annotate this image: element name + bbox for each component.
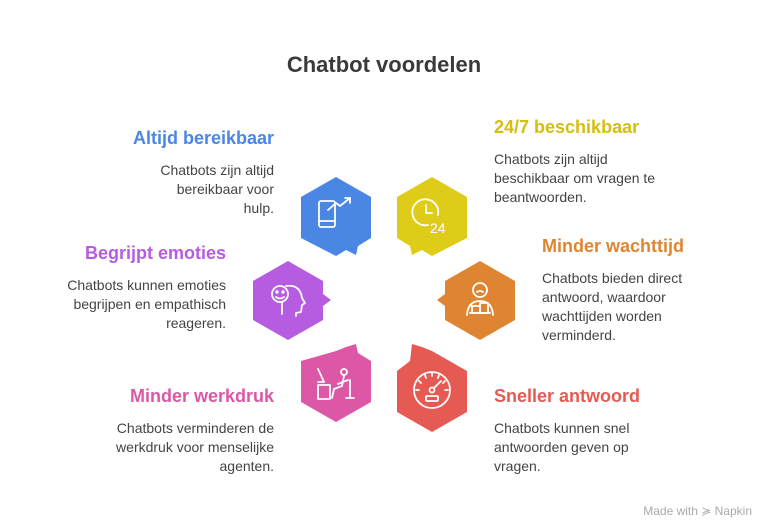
item-begrijpt-emoties: Begrijpt emoties Chatbots kunnen emoties…: [0, 243, 226, 333]
hex-altijd-bereikbaar: [301, 177, 371, 256]
hex-24-7-beschikbaar: 24: [397, 177, 467, 256]
item-text: Chatbots verminderen de werkdruk voor me…: [116, 420, 274, 474]
item-text: Chatbots kunnen snel antwoorden geven op…: [494, 420, 630, 474]
phone-growth-icon: [318, 197, 351, 228]
item-text: Chatbots bieden direct antwoord, waardoo…: [542, 270, 683, 343]
hex-minder-wachttijd: [437, 261, 515, 340]
item-text: Chatbots kunnen emoties begrijpen en emp…: [67, 277, 226, 331]
item-title: Sneller antwoord: [494, 386, 641, 406]
svg-text:24: 24: [430, 220, 446, 236]
item-title: 24/7 beschikbaar: [494, 117, 640, 137]
item-minder-wachttijd: Minder wachttijd Chatbots bieden direct …: [542, 236, 768, 345]
worker-desk-icon: [317, 368, 355, 400]
item-minder-werkdruk: Minder werkdruk Chatbots verminderen de …: [44, 386, 274, 476]
hex-minder-werkdruk: [301, 344, 371, 422]
clock-24-icon: 24: [411, 198, 446, 236]
item-24-7-beschikbaar: 24/7 beschikbaar Chatbots zijn altijd be…: [494, 117, 724, 207]
napkin-footer[interactable]: Made with ≽ Napkin: [643, 504, 752, 518]
item-title: Minder wachttijd: [542, 236, 685, 256]
item-title: Begrijpt emoties: [84, 243, 226, 263]
item-text: Chatbots zijn altijd beschikbaar om vrag…: [494, 151, 656, 205]
emotion-head-icon: [271, 284, 306, 317]
item-title: Minder werkdruk: [129, 386, 274, 406]
item-title: Altijd bereikbaar: [132, 128, 274, 148]
speedometer-icon: [413, 371, 451, 409]
item-altijd-bereikbaar: Altijd bereikbaar Chatbots zijn altijd b…: [44, 128, 274, 218]
item-text: Chatbots zijn altijd bereikbaar voor hul…: [160, 162, 274, 216]
hex-begrijpt-emoties: [253, 261, 331, 340]
diagram-title: Chatbot voordelen: [286, 52, 482, 77]
person-desk-icon: [466, 282, 494, 316]
hex-sneller-antwoord: [397, 344, 467, 432]
item-sneller-antwoord: Sneller antwoord Chatbots kunnen snel an…: [494, 386, 724, 476]
